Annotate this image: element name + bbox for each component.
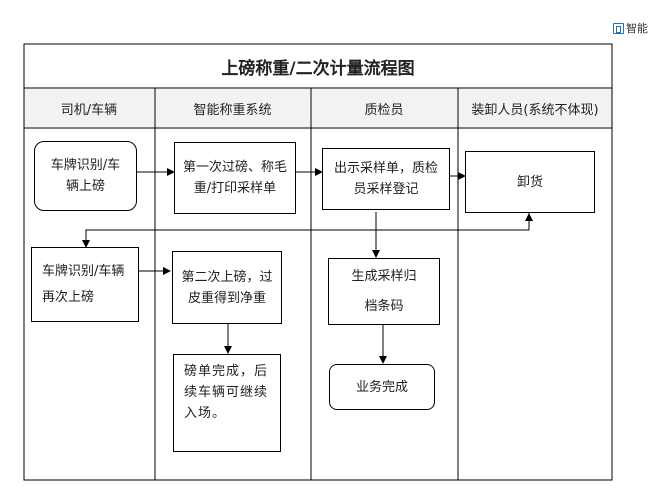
node-driver-first-weigh: 车牌识别/车辆上磅 [34, 141, 137, 211]
lane-header-loader: 装卸人员(系统不体现) [458, 89, 612, 127]
lane-header-system: 智能称重系统 [155, 89, 310, 127]
node-loader-unload: 卸货 [465, 151, 595, 213]
lane-header-inspector: 质检员 [311, 89, 457, 127]
node-system-complete: 磅单完成，后续车辆可继续入场。 [173, 354, 281, 452]
corner-label: 智能 [613, 20, 648, 36]
lane-header-driver: 司机/车辆 [24, 89, 154, 127]
page-title: 上磅称重/二次计量流程图 [221, 58, 415, 79]
node-driver-second-weigh: 车牌识别/车辆再次上磅 [31, 247, 139, 322]
node-system-second-weigh: 第二次上磅，过皮重得到净重 [172, 251, 282, 324]
corner-text: 智能 [626, 22, 648, 35]
flow-arrow-return [82, 213, 533, 248]
node-inspector-sampling: 出示采样单，质检员采样登记 [322, 148, 450, 210]
node-inspector-archive: 生成采样归档条码 [328, 258, 440, 325]
node-system-first-weigh: 第一次过磅、称毛重/打印采样单 [174, 142, 296, 214]
node-inspector-done: 业务完成 [329, 364, 435, 410]
app-icon [613, 22, 624, 34]
